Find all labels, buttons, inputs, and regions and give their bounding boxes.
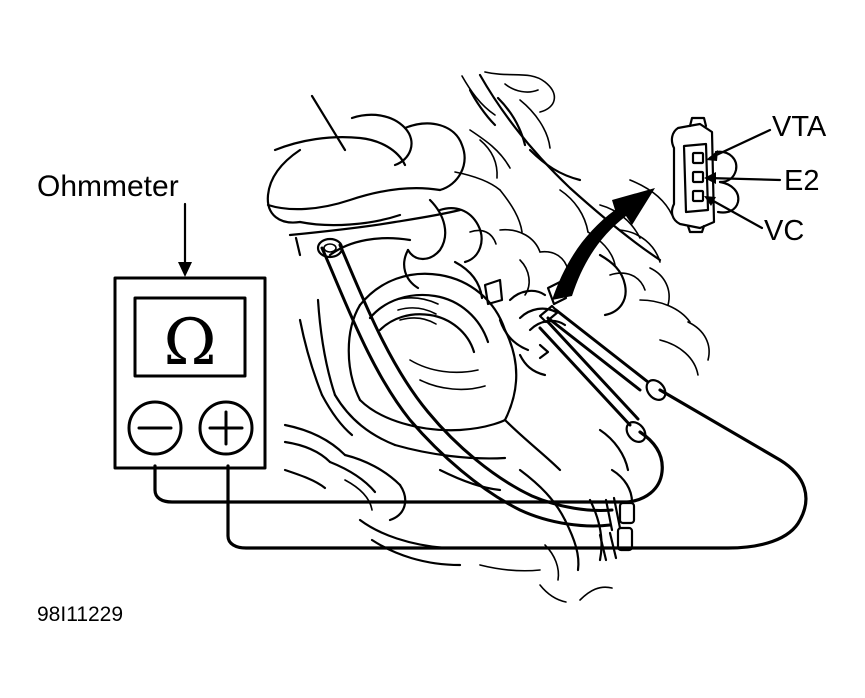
test-leads — [153, 388, 808, 550]
ohm-symbol: Ω — [163, 306, 216, 380]
ohmmeter-pointer-head — [178, 262, 192, 277]
test-probes — [538, 304, 667, 443]
connector-icon — [670, 116, 740, 234]
e2-arrow-head — [704, 172, 716, 184]
pin-label-vta: VTA — [772, 111, 827, 143]
vta-leader-line — [708, 128, 772, 160]
minus-terminal-icon — [127, 400, 183, 456]
ohmmeter-body — [113, 276, 267, 470]
arrow-icon — [552, 188, 655, 300]
ohmmeter-display — [133, 296, 247, 378]
e2-leader-line — [706, 176, 782, 182]
plus-terminal-icon — [198, 400, 254, 456]
ohmmeter-label: Ohmmeter — [37, 170, 179, 203]
pin-label-e2: E2 — [784, 165, 819, 197]
vc-arrow-head — [704, 196, 716, 206]
pin-label-vc: VC — [764, 215, 804, 247]
vc-leader-line — [706, 196, 764, 230]
vta-arrow-head — [706, 150, 718, 161]
figure-id: 98I11229 — [37, 603, 123, 626]
ohmmeter: Ω — [113, 276, 267, 470]
engine-line-art — [266, 71, 710, 603]
